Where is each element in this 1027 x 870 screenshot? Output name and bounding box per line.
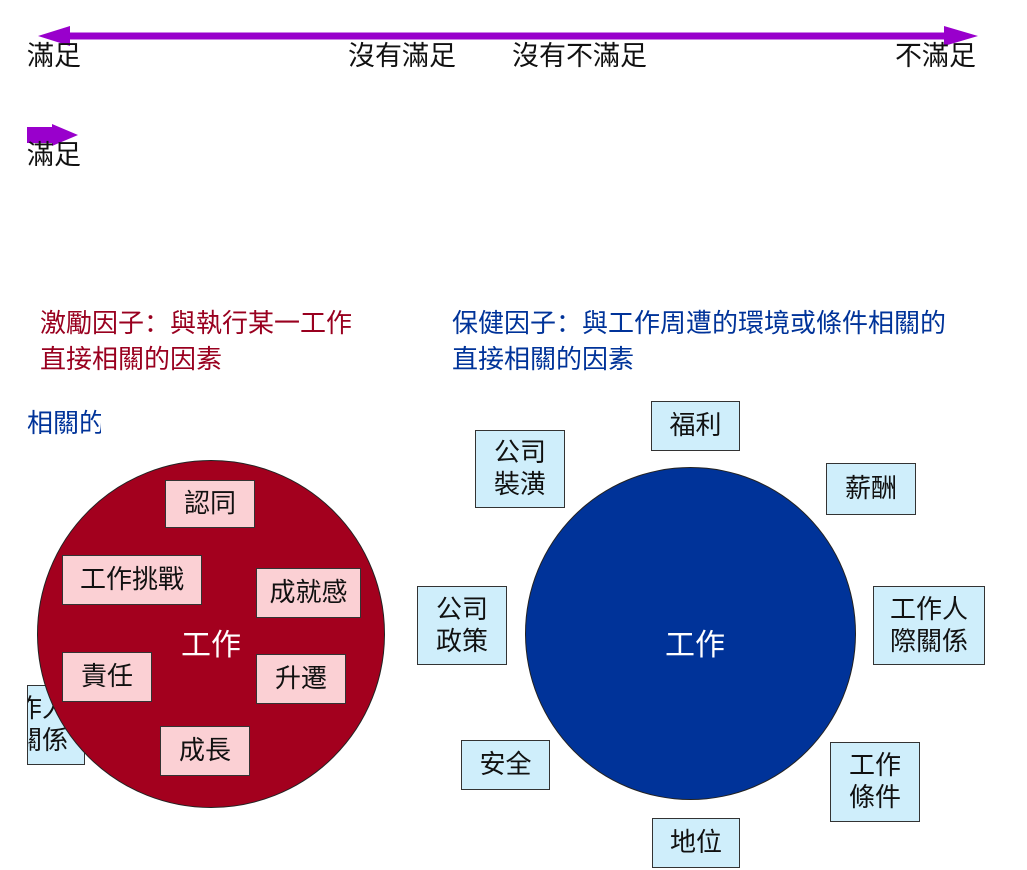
small-scale-label-satisfied: 滿足 — [27, 140, 81, 171]
hygiene-box-company-decor: 公司 裝潢 — [475, 430, 565, 508]
motivators-heading-line-2: 直接相關的因素 — [40, 345, 223, 375]
scale-arrow-left-head — [38, 26, 70, 46]
motivators-heading: 激勵因子：與執行某一工作 直接相關的因素 — [40, 306, 352, 378]
motivator-box-responsibility: 責任 — [62, 652, 152, 702]
hygiene-label: 地位 — [669, 828, 722, 858]
hygiene-box-company-policy: 公司 政策 — [417, 586, 507, 665]
hygiene-box-status: 地位 — [652, 818, 740, 868]
hygiene-box-benefits: 福利 — [651, 401, 740, 451]
small-scale-arrow — [27, 124, 78, 146]
hygiene-box-working-conditions: 工作 條件 — [830, 742, 920, 822]
hygiene-label: 薪酬 — [844, 474, 897, 504]
clipped-heading-fragment: 相關的 — [27, 406, 101, 446]
hygiene-label: 安全 — [479, 750, 532, 780]
hygiene-label-line-2: 際關係 — [889, 626, 968, 657]
motivator-label: 成長 — [178, 736, 231, 766]
hygiene-label-line-1: 工作 — [848, 751, 901, 781]
hygiene-heading: 保健因子：與工作周遭的環境或條件相關的 直接相關的因素 — [452, 306, 946, 378]
hygiene-label-line-1: 公司 — [493, 438, 546, 468]
hygiene-circle — [525, 467, 856, 800]
motivators-heading-line-1: 激勵因子：與執行某一工作 — [40, 309, 353, 339]
hygiene-center-label: 工作 — [665, 628, 725, 663]
motivator-label: 升遷 — [274, 664, 327, 694]
hygiene-heading-line-1: 保健因子：與工作周遭的環境或條件相關的 — [452, 309, 947, 339]
hygiene-label-line-2: 政策 — [435, 626, 488, 657]
hygiene-box-salary: 薪酬 — [826, 463, 916, 515]
motivator-box-growth: 成長 — [160, 726, 250, 776]
hygiene-label-line-1: 公司 — [435, 594, 488, 625]
clipped-heading-text: 相關的 — [27, 409, 101, 439]
hygiene-heading-line-2: 直接相關的因素 — [452, 345, 635, 375]
hygiene-label-line-1: 工作人 — [889, 594, 968, 625]
hygiene-label-line-2: 條件 — [848, 783, 901, 813]
scale-label-dissatisfied: 不滿足 — [895, 41, 976, 72]
motivator-label: 認同 — [183, 489, 236, 519]
hygiene-box-security: 安全 — [461, 740, 550, 790]
scale-label-satisfied: 滿足 — [27, 41, 81, 72]
hygiene-label: 福利 — [669, 411, 722, 441]
motivators-center-label: 工作 — [181, 628, 241, 663]
motivator-box-achievement: 成就感 — [256, 568, 361, 618]
motivator-label: 工作挑戰 — [79, 565, 184, 595]
motivator-box-promotion: 升遷 — [256, 654, 346, 704]
hygiene-box-interpersonal-relations: 工作人 際關係 — [873, 586, 985, 665]
hygiene-label-line-2: 裝潢 — [493, 470, 546, 500]
clipped-box-line-2: 關係 — [28, 726, 69, 756]
scale-label-no-dissatisfaction: 沒有不滿足 — [512, 41, 647, 72]
satisfaction-scale-arrow — [38, 26, 978, 46]
motivator-label: 責任 — [80, 662, 133, 692]
motivator-box-recognition: 認同 — [165, 480, 255, 528]
scale-label-no-satisfaction: 沒有滿足 — [348, 41, 456, 72]
motivator-box-work-challenge: 工作挑戰 — [62, 555, 202, 605]
motivator-label: 成就感 — [269, 578, 348, 608]
scale-arrow-right-head — [944, 26, 978, 46]
